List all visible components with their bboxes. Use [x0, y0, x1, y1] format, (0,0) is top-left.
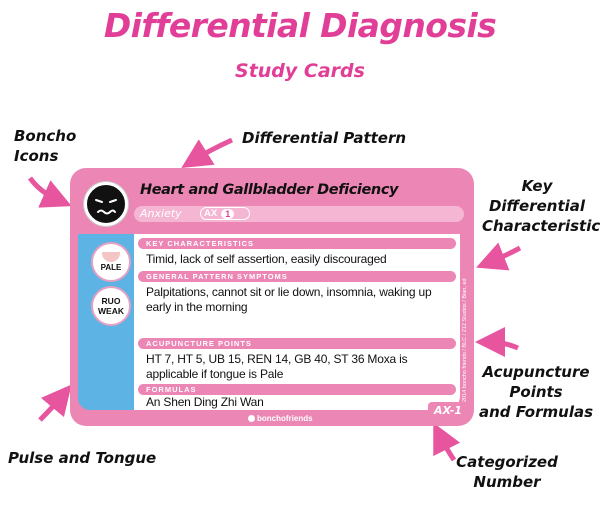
callout-categorized-number: Categorized Number	[456, 453, 558, 491]
section-heading-acupuncture: ACUPUNCTURE POINTS	[138, 338, 456, 349]
section-text-key: Timid, lack of self assertion, easily di…	[146, 252, 387, 266]
worried-face-icon	[84, 182, 128, 226]
tongue-icon	[102, 252, 120, 262]
section-heading-formulas: FORMULAS	[138, 384, 456, 395]
arrow-pulse	[38, 384, 72, 422]
card-credit: ©2014 boncho friends / BLC / 212 Studios…	[462, 278, 468, 408]
page-title: Differential Diagnosis	[103, 6, 497, 45]
arrow-pattern	[181, 137, 234, 168]
callout-differential-pattern: Differential Pattern	[242, 129, 407, 147]
category-row: Anxiety AX 1	[134, 206, 464, 222]
section-heading-key: KEY CHARACTERISTICS	[138, 238, 456, 249]
category-label: Anxiety	[140, 207, 182, 220]
card-content: KEY CHARACTERISTICS Timid, lack of self …	[134, 234, 460, 410]
callout-key-characteristics: Key Differential Characteristics	[482, 177, 600, 235]
tongue-badge: PALE	[91, 242, 131, 282]
category-code-pill: AX 1	[200, 207, 250, 220]
section-text-formulas: An Shen Ding Zhi Wan	[146, 395, 264, 409]
callout-acupuncture-formulas: Acupuncture Points and Formulas	[478, 363, 594, 421]
arrow-boncho	[27, 176, 72, 208]
callout-pulse-tongue: Pulse and Tongue	[8, 449, 157, 467]
arrow-acupuncture	[475, 327, 519, 358]
section-heading-symptoms: GENERAL PATTERN SYMPTOMS	[138, 271, 456, 282]
footer-brand: bonchofriends	[248, 414, 313, 423]
category-code-number: 1	[221, 208, 235, 219]
card-number: AX-1	[428, 402, 468, 420]
pattern-title: Heart and Gallbladder Deficiency	[140, 182, 399, 198]
study-card: Heart and Gallbladder Deficiency Anxiety…	[70, 168, 474, 426]
page-subtitle: Study Cards	[235, 60, 365, 82]
pulse-label-1: RUO	[101, 296, 121, 306]
tongue-label: PALE	[100, 263, 122, 272]
section-text-acupuncture: HT 7, HT 5, UB 15, REN 14, GB 40, ST 36 …	[146, 352, 408, 381]
brand-logo-icon	[248, 415, 255, 422]
pulse-badge: RUO WEAK	[91, 286, 131, 326]
card-header: Heart and Gallbladder Deficiency Anxiety…	[70, 168, 474, 230]
pulse-tongue-column: PALE RUO WEAK	[78, 234, 134, 410]
section-text-symptoms: Palpitations, cannot sit or lie down, in…	[146, 285, 432, 314]
arrow-key	[476, 242, 522, 271]
pulse-label-2: WEAK	[98, 306, 124, 316]
category-code-label: AX	[204, 208, 218, 219]
callout-boncho-icons: Boncho Icons	[14, 127, 77, 165]
